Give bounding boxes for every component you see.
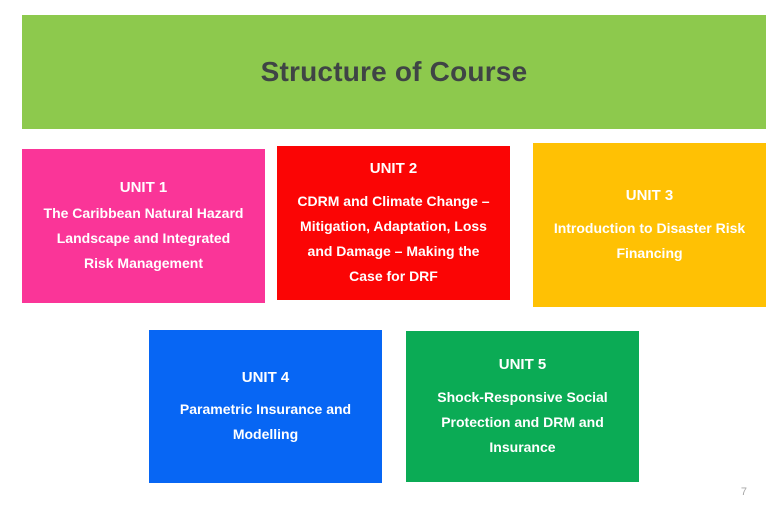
unit-5-box: UNIT 5 Shock-Responsive Social Protectio… [406,331,639,482]
unit-3-label: UNIT 3 [625,187,674,205]
unit-5-description: Shock-Responsive Social Protection and D… [437,389,608,455]
unit-4-description: Parametric Insurance and Modelling [179,401,352,443]
page-title: Structure of Course [260,56,528,87]
page-number: 7 [740,486,747,498]
unit-3-description: Introduction to Disaster Risk Financing [553,219,746,261]
unit-2-description: CDRM and Climate Change – Mitigation, Ad… [297,193,490,284]
unit-1-label: UNIT 1 [119,179,168,197]
unit-5-label: UNIT 5 [498,356,547,374]
unit-4-label: UNIT 4 [241,368,290,386]
unit-1-box: UNIT 1 The Caribbean Natural Hazard Land… [22,149,265,303]
title-banner: Structure of Course [22,15,766,129]
unit-4-box: UNIT 4 Parametric Insurance and Modellin… [149,330,382,483]
unit-3-box: UNIT 3 Introduction to Disaster Risk Fin… [533,143,766,307]
unit-2-box: UNIT 2 CDRM and Climate Change – Mitigat… [277,146,510,300]
unit-2-label: UNIT 2 [369,160,418,178]
unit-1-description: The Caribbean Natural Hazard Landscape a… [43,205,244,271]
